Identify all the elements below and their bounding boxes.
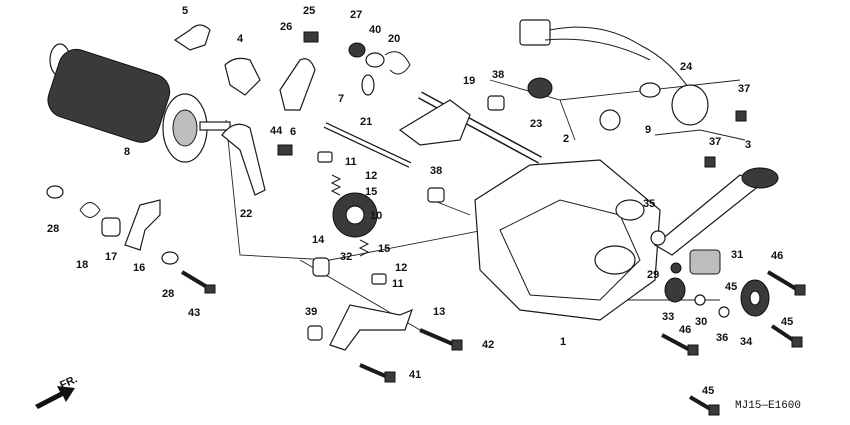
part-label-44: 44 [270, 125, 283, 137]
part-label-46-upper: 46 [771, 250, 783, 262]
part-label-25: 25 [303, 5, 315, 17]
part-label-23: 23 [530, 118, 542, 130]
part-label-35: 35 [643, 198, 655, 210]
part-label-12-upper: 12 [365, 170, 377, 182]
part-label-17: 17 [105, 251, 117, 263]
oil-seals [664, 277, 770, 317]
part-label-16: 16 [133, 262, 145, 274]
shift-shaft-assembly [398, 91, 542, 164]
part-label-27: 27 [350, 9, 362, 21]
oil-filler-cap [653, 167, 779, 256]
shift-drum-part [47, 43, 231, 163]
part-label-7: 7 [338, 93, 344, 105]
part-label-43: 43 [188, 307, 200, 319]
part-label-31: 31 [731, 249, 743, 261]
part-label-19: 19 [463, 75, 475, 87]
part-label-14: 14 [312, 234, 325, 246]
stopper-plate [221, 123, 266, 196]
part-label-45-bottom: 45 [702, 385, 714, 397]
part-label-37-lower: 37 [709, 136, 721, 148]
part-label-12-lower: 12 [395, 262, 407, 274]
part-label-3: 3 [745, 139, 751, 151]
part-label-36: 36 [716, 332, 728, 344]
small-parts [46, 42, 730, 341]
gear-sector [332, 192, 378, 238]
part-label-34: 34 [740, 336, 753, 348]
part-label-6: 6 [290, 126, 296, 138]
part-label-8: 8 [124, 146, 130, 158]
part-label-40: 40 [369, 24, 381, 36]
part-label-22: 22 [240, 208, 252, 220]
part-number-labels: 1 2 3 4 5 6 7 8 9 10 11 11 12 12 13 14 1… [47, 5, 793, 397]
part-label-46-lower: 46 [679, 324, 691, 336]
part-label-32: 32 [340, 251, 352, 263]
part-label-21: 21 [360, 116, 372, 128]
needle-bearing [689, 249, 721, 275]
front-arrow-icon [35, 386, 75, 409]
part-label-30: 30 [695, 316, 707, 328]
part-label-28-right: 28 [162, 288, 174, 300]
part-label-20: 20 [388, 33, 400, 45]
part-label-45-middle: 45 [725, 281, 737, 293]
shift-forks [173, 24, 316, 111]
part-label-33: 33 [662, 311, 674, 323]
shift-arm-bracket [329, 304, 414, 351]
part-label-26: 26 [280, 21, 292, 33]
part-label-15-upper: 15 [365, 186, 377, 198]
part-label-10: 10 [370, 210, 382, 222]
part-label-15-lower: 15 [378, 243, 390, 255]
part-label-1: 1 [560, 336, 566, 348]
part-label-28-left: 28 [47, 223, 59, 235]
side-cover-part [474, 159, 661, 321]
part-label-38-upper: 38 [492, 69, 504, 81]
part-label-42: 42 [482, 339, 494, 351]
part-label-41: 41 [409, 369, 421, 381]
part-label-9: 9 [645, 124, 651, 136]
part-label-38-lower: 38 [430, 165, 442, 177]
part-label-5: 5 [182, 5, 188, 17]
part-label-18: 18 [76, 259, 88, 271]
part-label-24: 24 [680, 61, 693, 73]
part-label-37-upper: 37 [738, 83, 750, 95]
diagram-code: MJ15—E1600 [735, 400, 801, 412]
part-label-29: 29 [647, 269, 659, 281]
shift-rod [323, 122, 412, 168]
part-label-39: 39 [305, 306, 317, 318]
bolts [180, 31, 806, 416]
front-direction-label: FR. [58, 373, 79, 391]
part-label-11-lower: 11 [392, 278, 404, 290]
front-direction-indicator: FR. [35, 373, 79, 409]
part-label-2: 2 [563, 133, 569, 145]
sensor-harness [519, 19, 709, 131]
part-label-13: 13 [433, 306, 445, 318]
part-label-11-upper: 11 [345, 156, 357, 168]
part-label-4: 4 [237, 33, 244, 45]
part-label-45-right: 45 [781, 316, 793, 328]
